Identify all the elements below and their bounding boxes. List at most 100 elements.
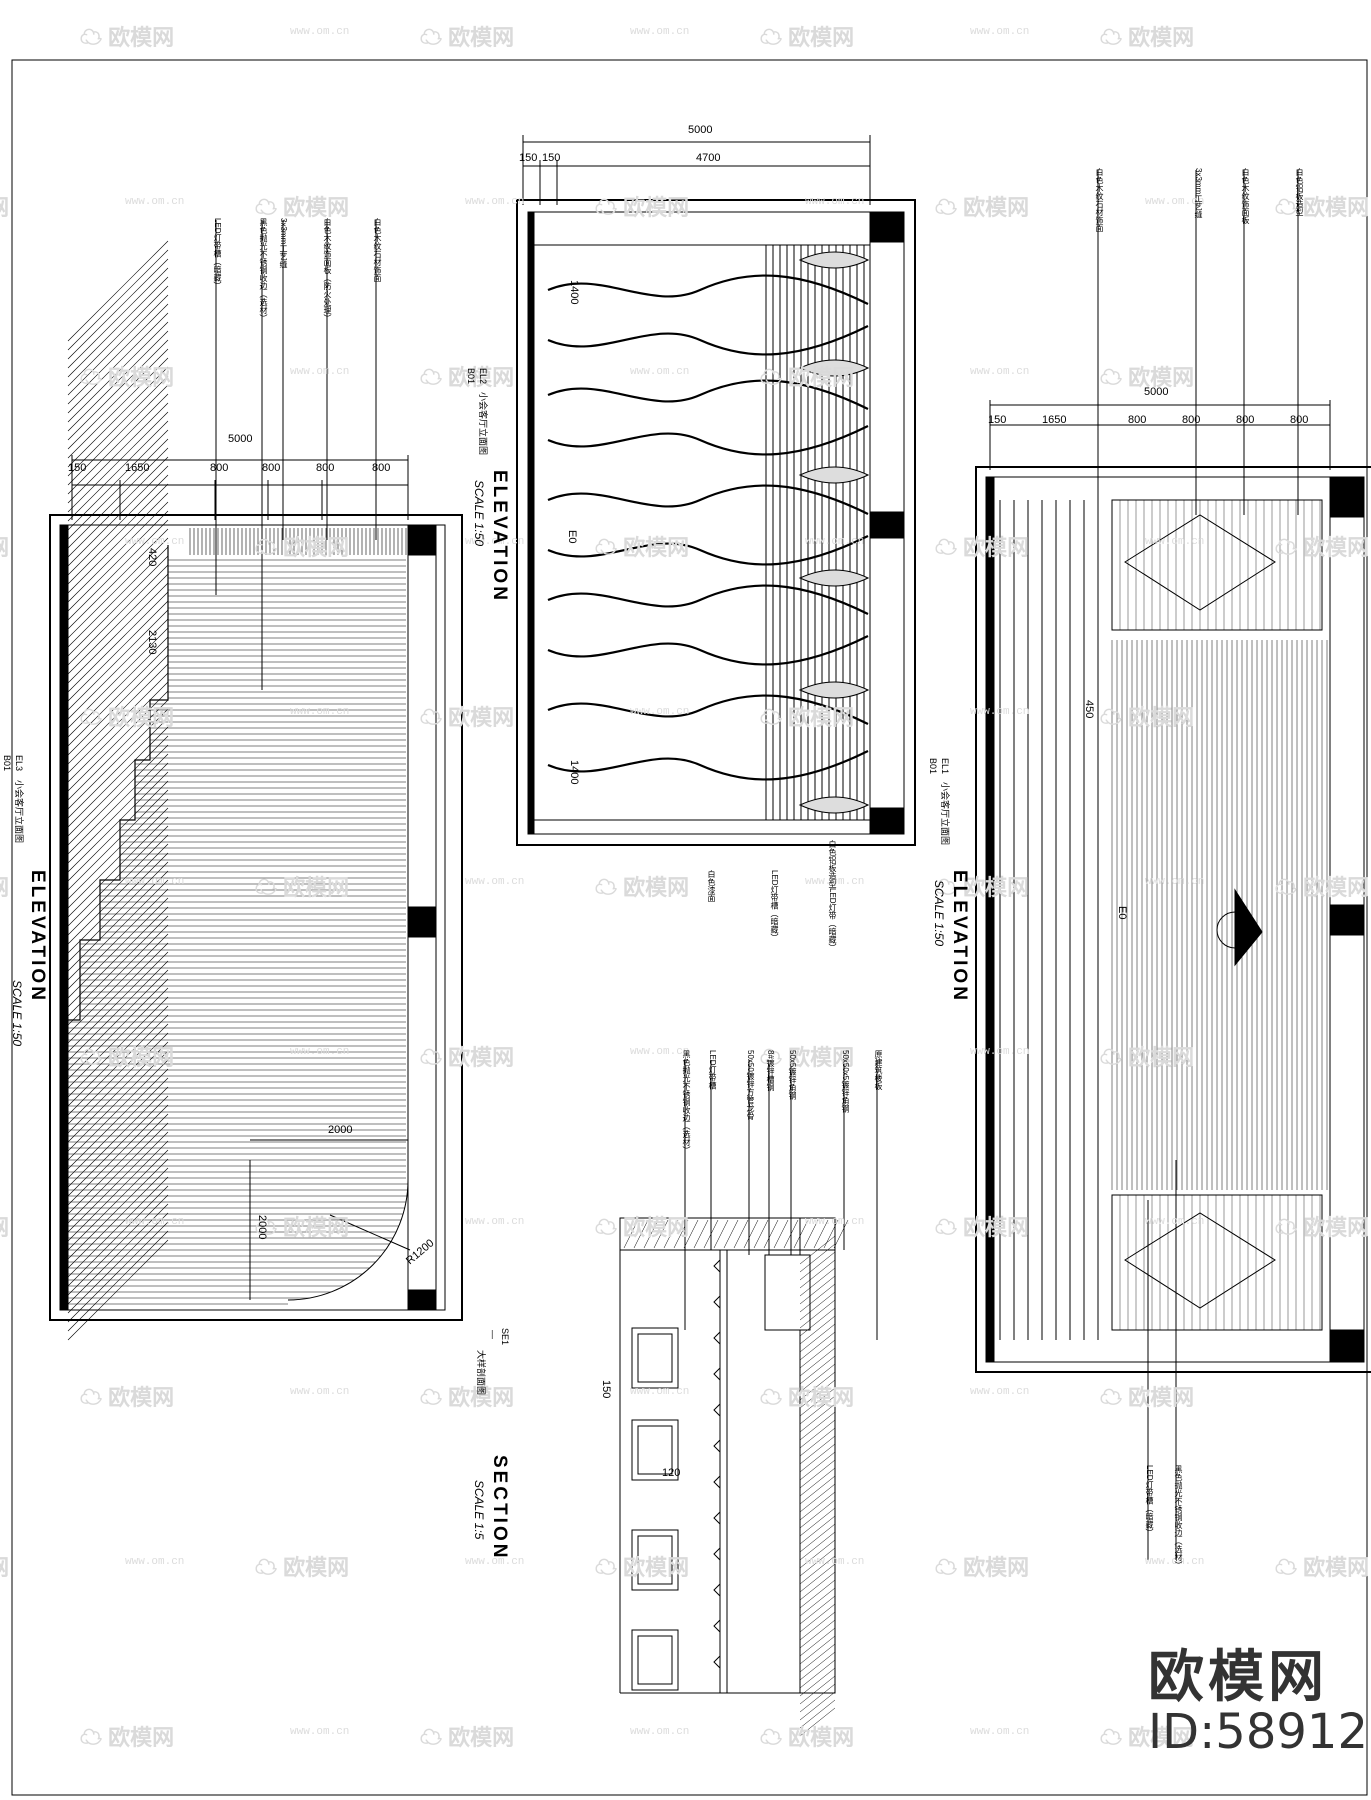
- el1-sheet: B01: [928, 758, 938, 775]
- watermark-text: ☁ 欧模网: [595, 1555, 690, 1580]
- el3-note-4: 白色木纹石材饰面: [373, 218, 382, 282]
- watermark-text: ☁ 欧模网: [0, 1550, 9, 1582]
- el1-dim-total: 5000: [1144, 386, 1169, 398]
- se1-title: SECTION: [489, 1455, 510, 1561]
- watermark-url: www.om.cn: [630, 1726, 690, 1738]
- watermark-text: ☁ 欧模网: [595, 195, 690, 220]
- watermark-text: ☁ 欧模网: [255, 535, 350, 560]
- watermark-text: ☁ 欧模网: [935, 1555, 1030, 1580]
- el3-dim-b: 1650: [125, 462, 150, 474]
- el1-dim-c: 800: [1128, 414, 1147, 426]
- el3-code: EL3: [14, 755, 24, 772]
- watermark-url: www.om.cn: [465, 196, 525, 208]
- watermark-url: www.om.cn: [1145, 536, 1205, 548]
- el1-note-2: 白色木纹饰面板: [1241, 168, 1250, 224]
- watermark-url: www.om.cn: [630, 26, 690, 38]
- el2-sheet: B01: [466, 368, 476, 385]
- watermark-text: ☁ 欧模网: [1100, 25, 1195, 50]
- el3-dim-d: 800: [262, 462, 281, 474]
- watermark-text: ☁ 欧模网: [595, 535, 690, 560]
- watermark-text: ☁ 欧模网: [760, 1725, 855, 1750]
- watermark-text: ☁ 欧模网: [595, 875, 690, 900]
- watermark-url: www.om.cn: [125, 536, 185, 548]
- watermark-text: ☁ 欧模网: [420, 25, 515, 50]
- el2-note-0: 白色漆面: [707, 870, 716, 902]
- watermark-text: ☁ 欧模网: [760, 1045, 855, 1070]
- el2-dim-height-bottom: 1400: [568, 760, 580, 785]
- el1-dim-b: 1650: [1042, 414, 1067, 426]
- watermark-text: ☁ 欧模网: [1275, 195, 1370, 220]
- el3-leader-lines: [215, 220, 377, 690]
- el3-title: ELEVATION: [27, 870, 48, 1003]
- watermark-text: ☁ 欧模网: [1100, 1045, 1195, 1070]
- watermark-url: www.om.cn: [805, 196, 865, 208]
- el1-note-3: 白色铝板造型: [1295, 168, 1304, 216]
- watermark-url: www.om.cn: [125, 876, 185, 888]
- el2-vertical-slats: [765, 245, 865, 820]
- watermark-url: www.om.cn: [630, 366, 690, 378]
- el2-name: 小会客厅立面图: [478, 392, 488, 456]
- watermark-text: ☁ 欧模网: [80, 705, 175, 730]
- watermark-text: ☁ 欧模网: [80, 1385, 175, 1410]
- el2-leaf-motifs: [798, 251, 870, 814]
- el1-title: ELEVATION: [949, 870, 970, 1003]
- watermark-text: ☁ 欧模网: [255, 1555, 350, 1580]
- watermark-text: ☁ 欧模网: [1275, 875, 1370, 900]
- el3-dim-a: 150: [68, 462, 87, 474]
- watermark-url: www.om.cn: [465, 1216, 525, 1228]
- watermark-text: ☁ 欧模网: [935, 535, 1030, 560]
- el3-dim-2130: 2130: [146, 630, 158, 655]
- el2-scale: SCALE 1:50: [472, 480, 486, 547]
- el1-dim-d: 800: [1182, 414, 1201, 426]
- watermark-url: www.om.cn: [970, 1046, 1030, 1058]
- watermark-text: ☁ 欧模网: [1275, 535, 1370, 560]
- watermark-url: www.om.cn: [1145, 196, 1205, 208]
- watermark-url: www.om.cn: [465, 1556, 525, 1568]
- se1-note-1: LED灯带槽: [708, 1050, 717, 1090]
- watermark-url: www.om.cn: [630, 706, 690, 718]
- watermark-text: ☁ 欧模网: [0, 1210, 9, 1242]
- watermark-text: ☁ 欧模网: [420, 365, 515, 390]
- brand-id: ID:589128: [1148, 1704, 1371, 1760]
- el1-frame: [975, 400, 1371, 1373]
- watermark-url: www.om.cn: [465, 876, 525, 888]
- se1-scale: SCALE 1:5: [472, 1480, 486, 1540]
- watermark-url: www.om.cn: [805, 876, 865, 888]
- el2-title: ELEVATION: [489, 470, 510, 603]
- watermark-url: www.om.cn: [805, 1216, 865, 1228]
- el1-leader-lines: [1097, 170, 1299, 1560]
- watermark-text: ☁ 欧模网: [80, 1045, 175, 1070]
- el1-name: 小会客厅立面图: [940, 782, 950, 846]
- watermark-text: ☁ 欧模网: [760, 705, 855, 730]
- el3-horizontal-slats: [68, 528, 408, 1305]
- el2-dim-height-top: 1400: [568, 280, 580, 305]
- watermark-text: ☁ 欧模网: [0, 190, 9, 222]
- brand-logo-text: 欧模网: [1148, 1645, 1328, 1708]
- watermark-url: www.om.cn: [970, 1726, 1030, 1738]
- el2-dim-a: 150: [519, 152, 538, 164]
- el3-sheet: B01: [2, 755, 12, 772]
- el3-note-1: 黑色抛光不锈钢收边（选材）: [259, 218, 268, 322]
- el2-dim-b: 150: [542, 152, 561, 164]
- el2-note-2: 白色铝板造型LED灯带（暗藏）: [828, 840, 837, 952]
- watermark-text: ☁ 欧模网: [935, 875, 1030, 900]
- el3-dim-2000-h: 2000: [328, 1124, 353, 1136]
- se1-name: 大样剖面图: [476, 1350, 486, 1396]
- el1-note-5: 黑色抛光不锈钢收边（选材）: [1174, 1465, 1183, 1569]
- watermark-text: ☁ 欧模网: [935, 1215, 1030, 1240]
- watermark-url: www.om.cn: [290, 26, 350, 38]
- watermark-url: www.om.cn: [805, 1556, 865, 1568]
- watermark-text: ☁ 欧模网: [0, 870, 9, 902]
- se1-note-5: 50x50x5镀锌角钢: [841, 1050, 850, 1113]
- el3-dim-total: 5000: [228, 433, 253, 445]
- el1-dim-e: 800: [1236, 414, 1255, 426]
- watermark-text: ☁ 欧模网: [420, 705, 515, 730]
- se1-sheet: —: [488, 1330, 498, 1339]
- el1-note-1: 3x3mm工艺缝: [1194, 168, 1203, 219]
- watermark-text: ☁ 欧模网: [1100, 705, 1195, 730]
- watermark-text: ☁ 欧模网: [1275, 1555, 1370, 1580]
- se1-note-4: 50x5镀锌角钢: [788, 1050, 797, 1100]
- se1-note-0: 黑色抛光不锈钢收边（选材）: [682, 1050, 691, 1154]
- watermark-text: ☁ 欧模网: [1100, 1725, 1195, 1750]
